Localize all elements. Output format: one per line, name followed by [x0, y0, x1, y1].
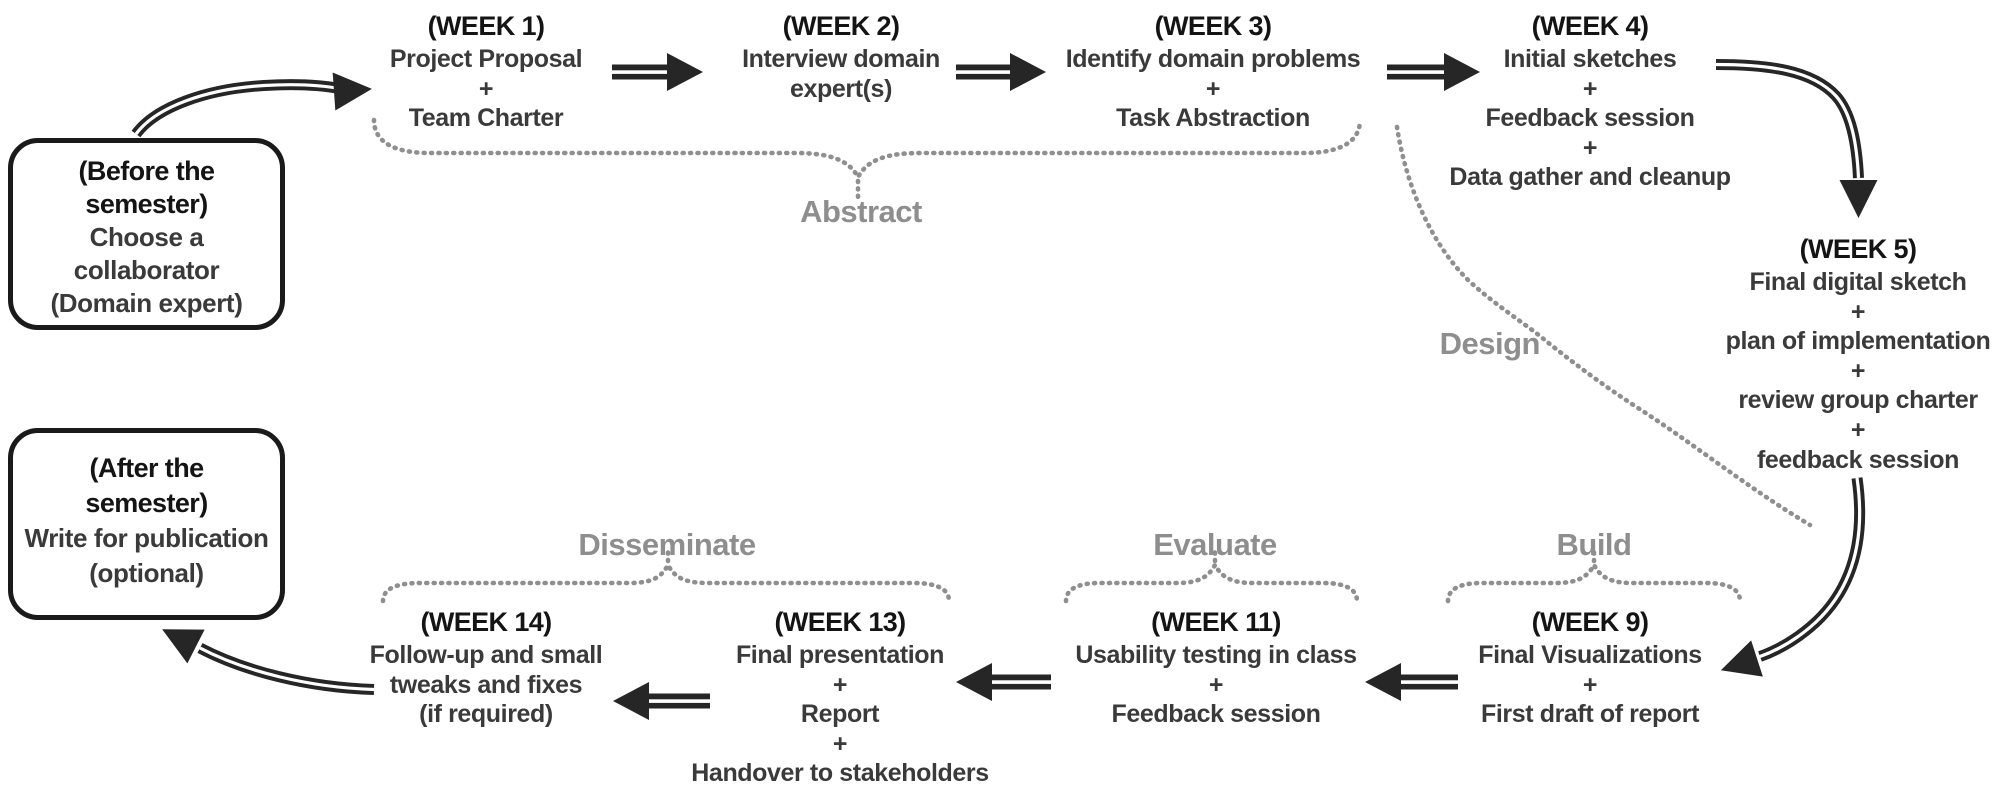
week-line: Feedback session: [1485, 104, 1695, 133]
week-title: (WEEK 13): [774, 607, 906, 637]
before-semester-box: (Before the semester) Choose a collabora…: [8, 138, 285, 330]
week-line: +: [1850, 297, 1866, 326]
week-title: (WEEK 3): [1154, 11, 1272, 41]
arrow-week11-to-week13: [956, 663, 1051, 701]
before-box-line: Choose a: [89, 222, 204, 252]
week-line: plan of implementation: [1725, 327, 1991, 356]
week-line: Feedback session: [1111, 700, 1321, 729]
before-box-bold-line: (Before the: [78, 156, 216, 186]
arrow-week2-to-week3: [956, 53, 1046, 91]
disseminate-brace: [380, 546, 952, 604]
week-line: Final Visualizations: [1478, 641, 1702, 669]
phase-label-evaluate: Evaluate: [1153, 527, 1277, 562]
arrow-before-to-week1: [131, 72, 372, 138]
after-box-bold-line: semester): [85, 488, 208, 518]
week-line: feedback session: [1756, 445, 1960, 474]
week-line: +: [1205, 74, 1221, 103]
week-line: Final digital sketch: [1749, 268, 1967, 296]
arrow-week13-to-week14: [613, 682, 710, 720]
week-title: (WEEK 5): [1799, 234, 1917, 264]
arrow-week9-to-week11: [1365, 663, 1458, 701]
week-title: (WEEK 4): [1531, 11, 1649, 41]
abstract-brace: [371, 117, 1363, 200]
week-2-block: (WEEK 2) Interview domain expert(s): [711, 9, 971, 104]
week-line: Follow-up and small: [369, 641, 603, 669]
week-line: +: [1850, 356, 1866, 385]
week-line: Data gather and cleanup: [1449, 163, 1731, 192]
arrow-week3-to-week4: [1387, 53, 1480, 91]
week-line: +: [1582, 133, 1598, 162]
week-line: Usability testing in class: [1075, 641, 1357, 669]
arrow-week4-to-week5: [1715, 59, 1878, 218]
week-line: Task Abstraction: [1116, 104, 1310, 133]
week-3-block: (WEEK 3) Identify domain problems + Task…: [1053, 9, 1373, 134]
week-1-block: (WEEK 1) Project Proposal + Team Charter: [356, 9, 616, 134]
before-box-bold-line: semester): [85, 189, 208, 219]
week-line: +: [1850, 415, 1866, 444]
week-line: Initial sketches: [1503, 45, 1677, 73]
arrow-week14-to-after: [162, 629, 375, 695]
arrow-week5-to-week9: [1720, 477, 1866, 677]
week-5-block: (WEEK 5) Final digital sketch + plan of …: [1718, 232, 1998, 475]
build-brace: [1445, 546, 1743, 604]
week-line: Report: [800, 700, 880, 729]
week-13-block: (WEEK 13) Final presentation + Report + …: [680, 605, 1000, 787]
week-line: +: [1582, 74, 1598, 103]
week-line: Project Proposal: [389, 45, 583, 73]
week-title: (WEEK 14): [420, 607, 552, 637]
after-box-bold-line: (After the: [89, 453, 205, 483]
after-box-line: Write for publication: [24, 523, 269, 553]
week-title: (WEEK 1): [427, 11, 545, 41]
week-line: tweaks and fixes: [389, 670, 583, 699]
week-line: +: [832, 729, 848, 758]
week-line: Identify domain problems: [1065, 45, 1361, 73]
week-line: expert(s): [790, 74, 892, 103]
week-11-block: (WEEK 11) Usability testing in class + F…: [1066, 605, 1366, 730]
week-title: (WEEK 9): [1531, 607, 1649, 637]
week-line: +: [1208, 670, 1224, 699]
phase-label-abstract: Abstract: [800, 194, 922, 229]
phase-label-design: Design: [1439, 326, 1541, 361]
phase-label-build: Build: [1556, 527, 1633, 562]
before-box-line: (Domain expert): [50, 288, 243, 318]
week-line: Handover to stakeholders: [691, 759, 989, 787]
week-line: Final presentation: [735, 641, 945, 669]
week-14-block: (WEEK 14) Follow-up and small tweaks and…: [361, 605, 611, 730]
week-line: (if required): [419, 700, 553, 729]
evaluate-brace: [1063, 546, 1360, 604]
phase-label-disseminate: Disseminate: [578, 527, 756, 562]
week-4-block: (WEEK 4) Initial sketches + Feedback ses…: [1435, 9, 1745, 193]
after-semester-box: (After the semester) Write for publicati…: [8, 428, 285, 620]
week-title: (WEEK 2): [782, 11, 900, 41]
arrow-week1-to-week2: [612, 53, 703, 91]
week-line: +: [478, 74, 494, 103]
week-title: (WEEK 11): [1151, 607, 1281, 637]
week-line: Team Charter: [408, 104, 564, 133]
week-line: First draft of report: [1481, 700, 1699, 729]
week-line: +: [832, 670, 848, 699]
before-box-line: collaborator: [73, 255, 220, 285]
week-line: +: [1582, 670, 1598, 699]
after-box-line: (optional): [89, 558, 204, 588]
week-line: review group charter: [1738, 386, 1978, 415]
week-line: Interview domain: [742, 45, 940, 73]
week-9-block: (WEEK 9) Final Visualizations + First dr…: [1440, 605, 1740, 730]
